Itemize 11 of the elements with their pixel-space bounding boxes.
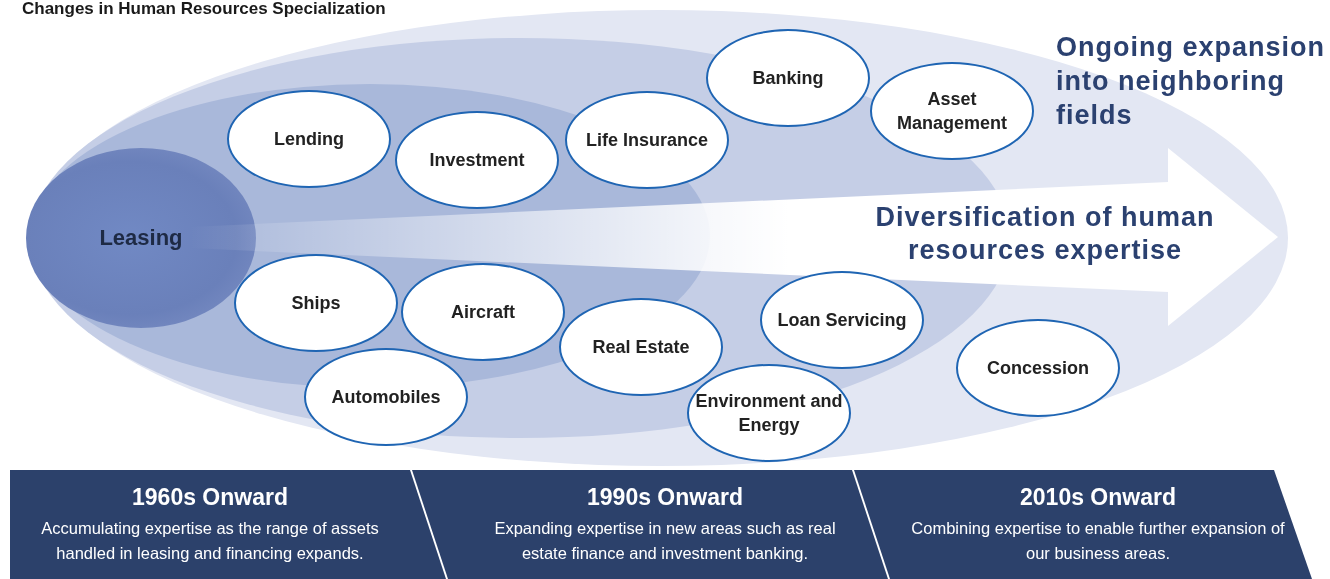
note-text: Ongoing expansion into neighboring fields [1056,31,1326,132]
period-heading: 2010s Onward [1020,483,1176,512]
arrow-label: Diversification of human resources expertise [874,201,1216,267]
period-description: Combining expertise to enable further expansion of our business areas. [910,518,1286,564]
core-label: Leasing [99,225,183,251]
period-heading: 1990s Onward [587,483,743,512]
period-heading: 1960s Onward [132,483,288,512]
period-description: Expanding expertise in new areas such as real estate finance and investment banking. [493,518,837,564]
diagram-title: Changes in Human Resources Specialization [22,0,386,18]
period-description: Accumulating expertise as the range of assets handled in leasing and financing expands. [40,518,380,564]
period-panel [10,470,446,579]
